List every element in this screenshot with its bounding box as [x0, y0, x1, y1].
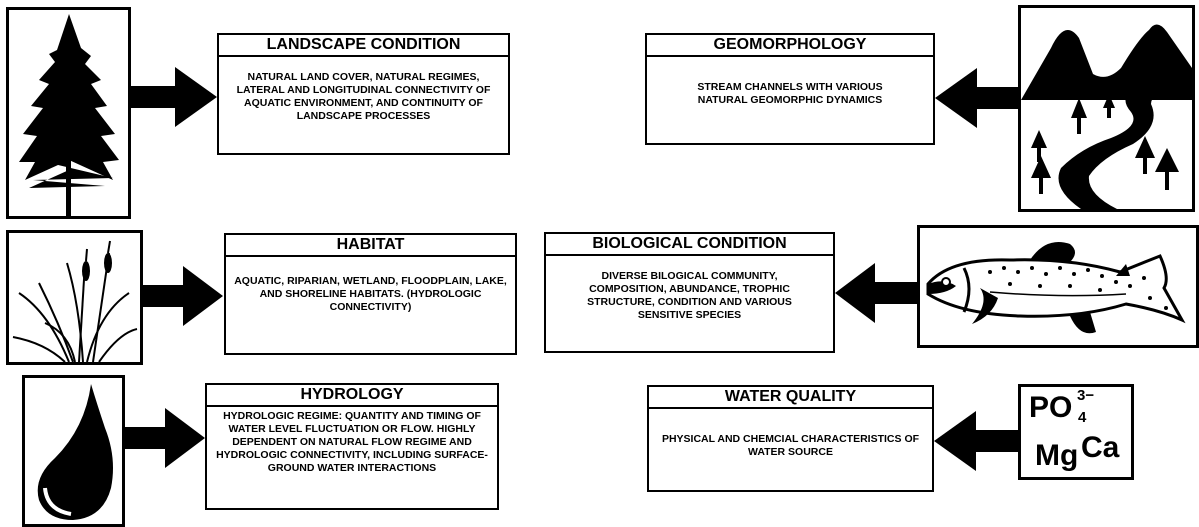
title-divider	[219, 55, 508, 57]
hydrology-box: HYDROLOGY HYDROLOGIC REGIME: QUANTITY AN…	[205, 383, 499, 510]
title-divider	[226, 255, 515, 257]
fish-image-frame	[917, 225, 1199, 348]
habitat-title: HABITAT	[336, 236, 405, 253]
chemical-ions-icon: PO 3− 4 Mg Ca	[1021, 387, 1131, 477]
phosphate-charge: 3−	[1077, 387, 1095, 404]
title-divider	[647, 55, 933, 57]
phosphate-label: PO	[1029, 391, 1073, 424]
biological-condition-text: DIVERSE BILOGICAL COMMUNITY, COMPOSITION…	[587, 270, 792, 321]
chemistry-image-frame: PO 3− 4 Mg Ca	[1018, 384, 1134, 480]
phosphate-subscript: 4	[1078, 409, 1087, 426]
arrow-stream-to-geomorphology	[935, 68, 1019, 128]
habitat-text: AQUATIC, RIPARIAN, WETLAND, FLOODPLAIN, …	[234, 275, 507, 313]
habitat-box: HABITAT AQUATIC, RIPARIAN, WETLAND, FLOO…	[224, 233, 517, 355]
stream-image-frame	[1018, 5, 1195, 212]
tree-image-frame	[6, 7, 131, 219]
water-drop-icon	[37, 384, 113, 520]
magnesium-label: Mg	[1035, 439, 1079, 472]
water-quality-text: PHYSICAL AND CHEMCIAL CHARACTERISTICS OF…	[661, 433, 920, 458]
title-divider	[649, 407, 932, 409]
arrow-fish-to-biological	[835, 263, 917, 323]
biological-condition-title: BIOLOGICAL CONDITION	[592, 235, 787, 252]
geomorphology-text: STREAM CHANNELS WITH VARIOUS NATURAL GEO…	[697, 81, 883, 106]
calcium-label: Ca	[1081, 431, 1120, 464]
water-quality-box: WATER QUALITY PHYSICAL AND CHEMCIAL CHAR…	[647, 385, 934, 492]
landscape-condition-text: NATURAL LAND COVER, NATURAL REGIMES, LAT…	[236, 71, 491, 122]
arrow-chemistry-to-water-quality	[934, 411, 1018, 471]
geomorphology-box: GEOMORPHOLOGY STREAM CHANNELS WITH VARIO…	[645, 33, 935, 145]
title-divider	[546, 254, 833, 256]
biological-condition-box: BIOLOGICAL CONDITION DIVERSE BILOGICAL C…	[544, 232, 835, 353]
hydrology-title: HYDROLOGY	[300, 386, 404, 403]
cattail-reeds-icon	[12, 240, 138, 362]
water-drop-image-frame	[22, 375, 125, 527]
title-divider	[207, 405, 497, 407]
trout-fish-icon	[926, 242, 1186, 334]
water-quality-title: WATER QUALITY	[724, 388, 857, 405]
geomorphology-title: GEOMORPHOLOGY	[713, 36, 867, 53]
landscape-condition-box: LANDSCAPE CONDITION NATURAL LAND COVER, …	[217, 33, 510, 155]
arrow-reeds-to-habitat	[143, 266, 223, 326]
reeds-image-frame	[6, 230, 143, 365]
stream-mountain-icon	[1021, 24, 1192, 209]
hydrology-text: HYDROLOGIC REGIME: QUANTITY AND TIMING O…	[216, 410, 488, 474]
landscape-condition-title: LANDSCAPE CONDITION	[266, 36, 461, 53]
arrow-drop-to-hydrology	[125, 408, 205, 468]
arrow-tree-to-landscape	[131, 67, 217, 127]
conifer-tree-icon	[19, 14, 119, 216]
